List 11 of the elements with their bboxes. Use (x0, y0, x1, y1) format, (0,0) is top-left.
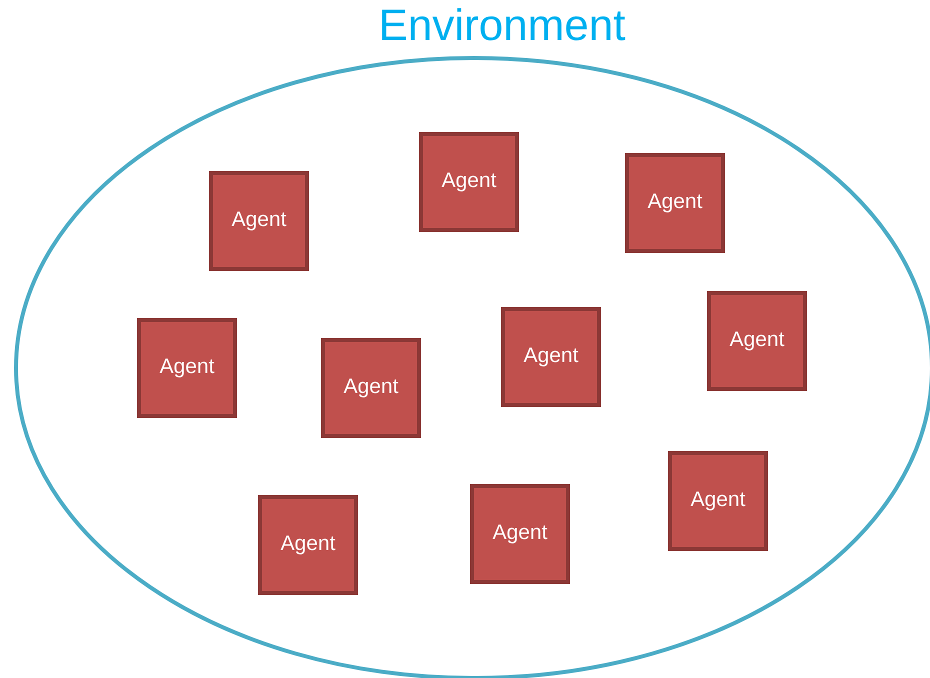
agent-box: Agent (209, 171, 309, 271)
agent-box: Agent (419, 132, 519, 232)
agent-box: Agent (625, 153, 725, 253)
agent-box: Agent (470, 484, 570, 584)
agent-box: Agent (501, 307, 601, 407)
agent-box: Agent (707, 291, 807, 391)
agent-box: Agent (321, 338, 421, 438)
agent-box: Agent (137, 318, 237, 418)
title: Environment (382, 8, 626, 40)
agent-box: Agent (258, 495, 358, 595)
agent-box: Agent (668, 451, 768, 551)
